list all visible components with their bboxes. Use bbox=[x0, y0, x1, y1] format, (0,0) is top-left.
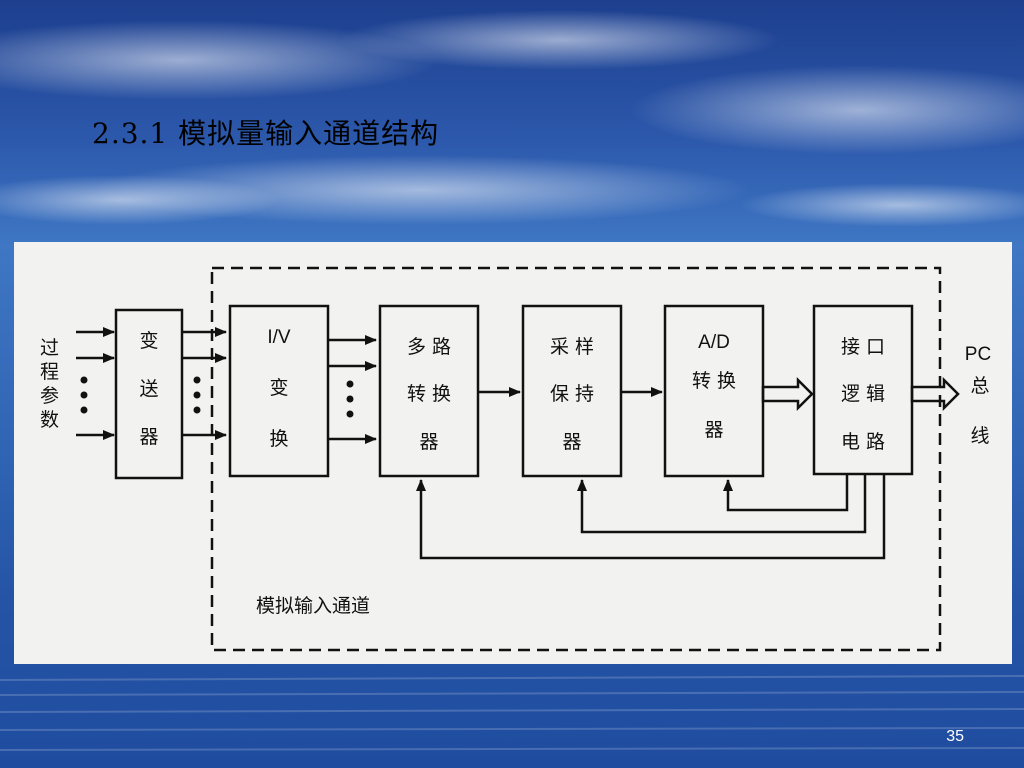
transmitter-to-iv-arrows bbox=[182, 327, 227, 440]
interface-to-pc-bus-arrow bbox=[910, 376, 960, 412]
input-label-group: 过 程 参 数 bbox=[40, 337, 59, 431]
transmitter-block bbox=[114, 308, 184, 480]
ad-converter-label: A/D bbox=[698, 332, 730, 353]
input-label-char: 过 bbox=[40, 337, 59, 359]
interface-logic-label: 电 路 bbox=[841, 431, 885, 453]
multiplexer-label: 转 换 bbox=[407, 383, 451, 405]
channel-label: 模拟输入通道 bbox=[256, 595, 370, 617]
multiplexer-label: 器 bbox=[419, 431, 438, 453]
sample-hold-label: 器 bbox=[562, 431, 581, 453]
input-label-char: 程 bbox=[40, 361, 59, 383]
iv-to-multiplexer-arrows bbox=[328, 335, 377, 444]
input-arrows bbox=[76, 327, 115, 440]
transmitter-label: 器 bbox=[139, 426, 158, 448]
sample-hold-label: 保 持 bbox=[550, 383, 594, 405]
iv-converter-label: 变 bbox=[269, 377, 288, 399]
iv-converter-label: I/V bbox=[267, 327, 291, 348]
control-feedback-lines bbox=[416, 474, 886, 560]
analog-input-channel-boundary bbox=[210, 266, 942, 652]
ad-converter-label: 转 换 bbox=[692, 370, 736, 392]
interface-logic-label: 逻 辑 bbox=[841, 383, 885, 405]
iv-converter-label: 换 bbox=[269, 428, 288, 450]
figure-panel: 过 程 参 数 变 送 器 I/V bbox=[14, 242, 1012, 664]
transmitter-label: 变 bbox=[139, 330, 158, 352]
sample-hold-label: 采 样 bbox=[550, 336, 594, 358]
input-ellipsis-dots bbox=[80, 376, 88, 414]
transmitter-label: 送 bbox=[139, 378, 158, 400]
pc-bus-label: 总 bbox=[970, 375, 989, 397]
multiplexer-label: 多 路 bbox=[407, 336, 451, 358]
iv-ellipsis-dots bbox=[346, 380, 354, 418]
ad-converter-label: 器 bbox=[704, 419, 723, 441]
pc-bus-label: PC bbox=[965, 344, 991, 365]
ad-to-interface-bus-arrow bbox=[761, 376, 814, 412]
block-diagram: 过 程 参 数 变 送 器 I/V bbox=[40, 266, 991, 652]
control-line-sample-hold bbox=[577, 474, 867, 534]
iv-converter-block bbox=[228, 304, 330, 478]
control-line-multiplexer bbox=[416, 474, 886, 560]
input-label-char: 参 bbox=[40, 385, 59, 407]
transmitter-ellipsis-dots bbox=[193, 376, 201, 414]
control-line-ad bbox=[723, 474, 849, 512]
page-number: 35 bbox=[946, 728, 964, 745]
slide-title: 2.3.1 模拟量输入通道结构 bbox=[92, 117, 440, 150]
interface-logic-label: 接 口 bbox=[841, 336, 885, 358]
input-label-char: 数 bbox=[40, 409, 59, 431]
pc-bus-label: 线 bbox=[970, 425, 989, 447]
